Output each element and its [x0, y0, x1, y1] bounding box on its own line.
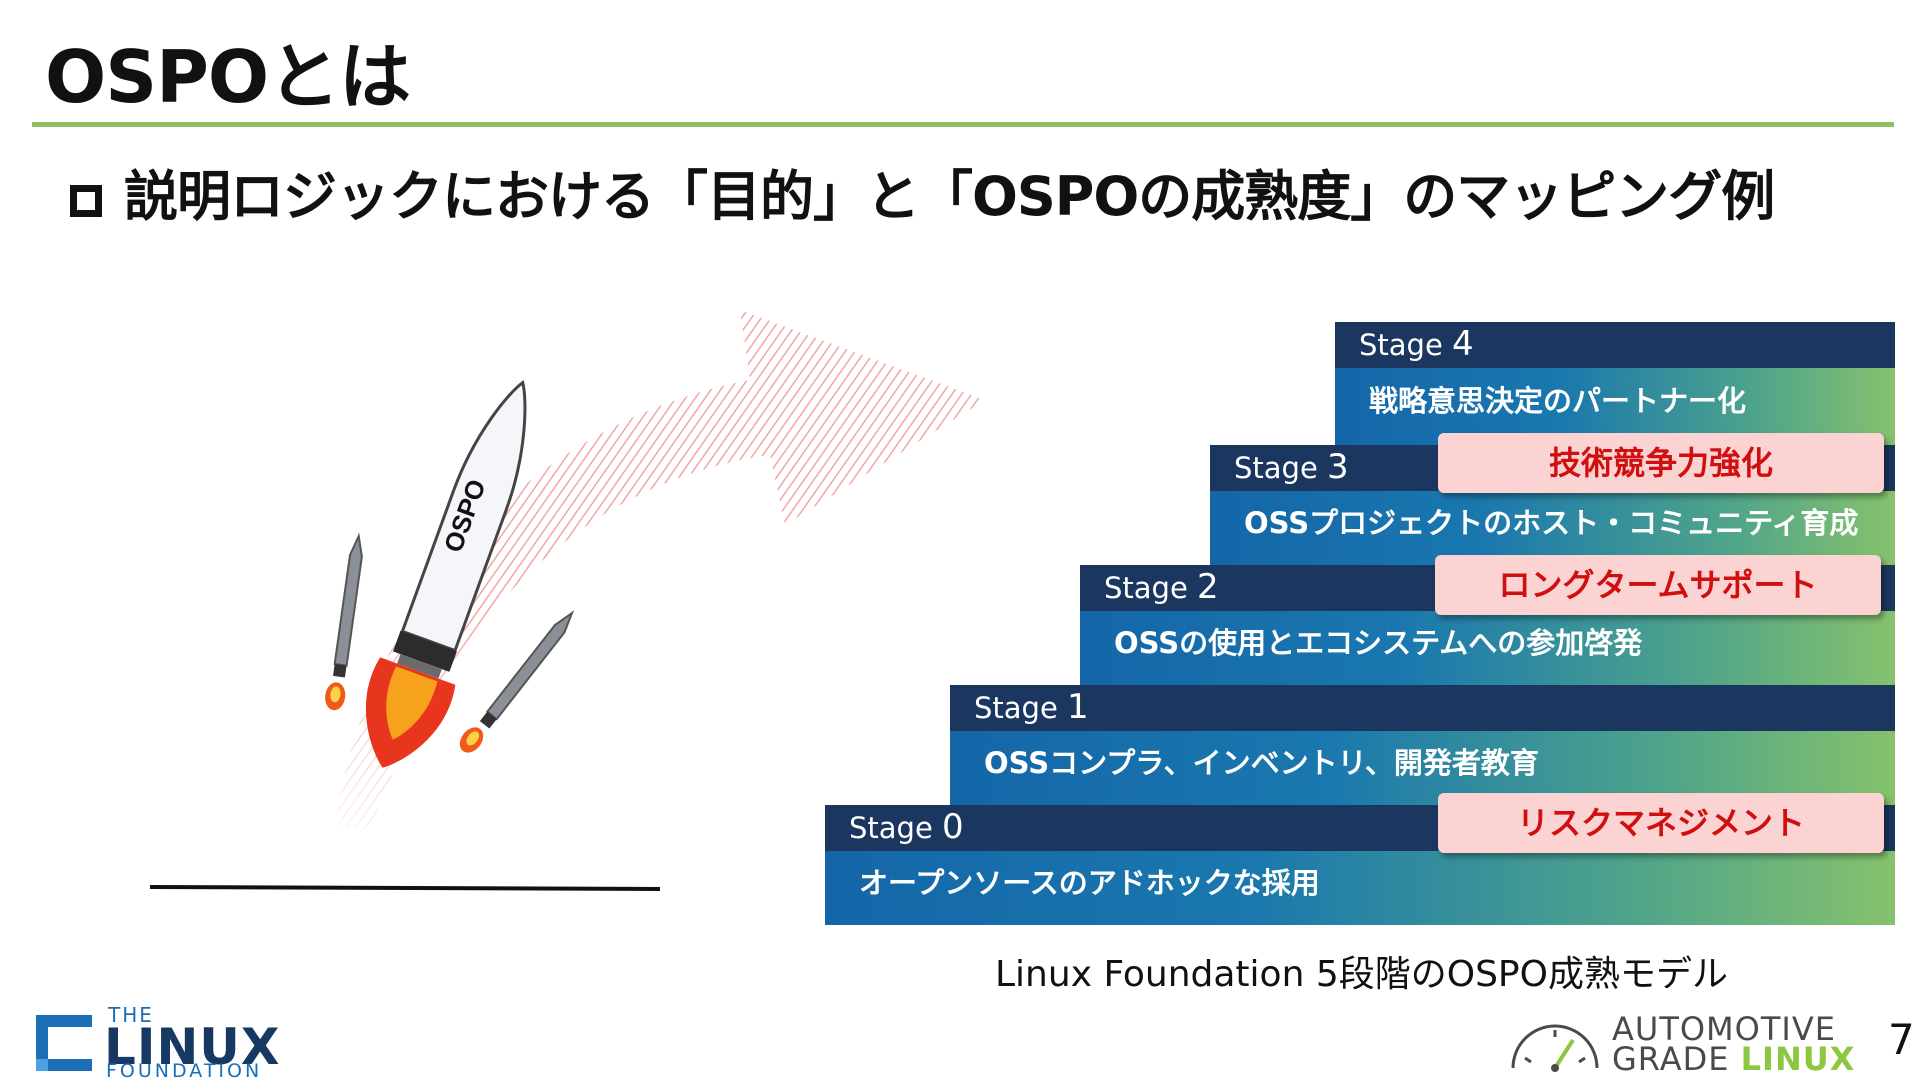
model-caption: Linux Foundation 5段階のOSPO成熟モデル: [995, 954, 1728, 995]
page-number: 7: [1888, 1015, 1915, 1064]
slide-subtitle: 説明ロジックにおける「目的」と「OSPOの成熟度」のマッピング例: [70, 152, 1775, 231]
lf-logo-linux: LINUX: [104, 1018, 281, 1076]
left-booster: [325, 532, 363, 711]
stage-1-block: Stage 1 OSSコンプラ、インベントリ、開発者教育: [950, 685, 1895, 805]
stage-0-description: オープンソースのアドホックな採用: [859, 866, 1320, 900]
square-bullet-icon: [70, 185, 102, 217]
agl-logo-line1: AUTOMOTIVE: [1612, 1010, 1836, 1048]
stage-1-header: Stage 1: [950, 685, 1895, 731]
lf-logo-foundation: FOUNDATION: [106, 1060, 263, 1082]
stage-2-description: OSSの使用とエコシステムへの参加啓発: [1114, 626, 1643, 660]
title-divider: [32, 122, 1894, 127]
ground-line: [149, 885, 661, 891]
callout-tech-competitiveness: 技術競争力強化: [1438, 433, 1884, 493]
callout-long-term-support: ロングタームサポート: [1435, 555, 1881, 615]
stage-4-header: Stage 4: [1335, 322, 1895, 368]
rocket-illustration: OSPO: [149, 310, 985, 891]
linux-foundation-logo-icon: [36, 1015, 92, 1071]
stage-1-description: OSSコンプラ、インベントリ、開発者教育: [984, 746, 1539, 780]
right-booster: [459, 610, 575, 753]
main-rocket: OSPO: [365, 379, 527, 768]
stage-3-description: OSSプロジェクトのホスト・コミュニティ育成: [1244, 506, 1859, 540]
lf-logo-the: THE: [108, 1003, 154, 1027]
callout-risk-management: リスクマネジメント: [1438, 793, 1884, 853]
slide-title: OSPOとは: [45, 35, 411, 119]
agl-logo-line2: GRADE LINUX: [1612, 1040, 1856, 1078]
subtitle-text: 説明ロジックにおける「目的」と「OSPOの成熟度」のマッピング例: [124, 165, 1775, 228]
stage-4-description: 戦略意思決定のパートナー化: [1369, 384, 1747, 418]
agl-speedometer-icon: [1511, 1024, 1599, 1072]
stage-4-block: Stage 4 戦略意思決定のパートナー化: [1335, 322, 1895, 445]
